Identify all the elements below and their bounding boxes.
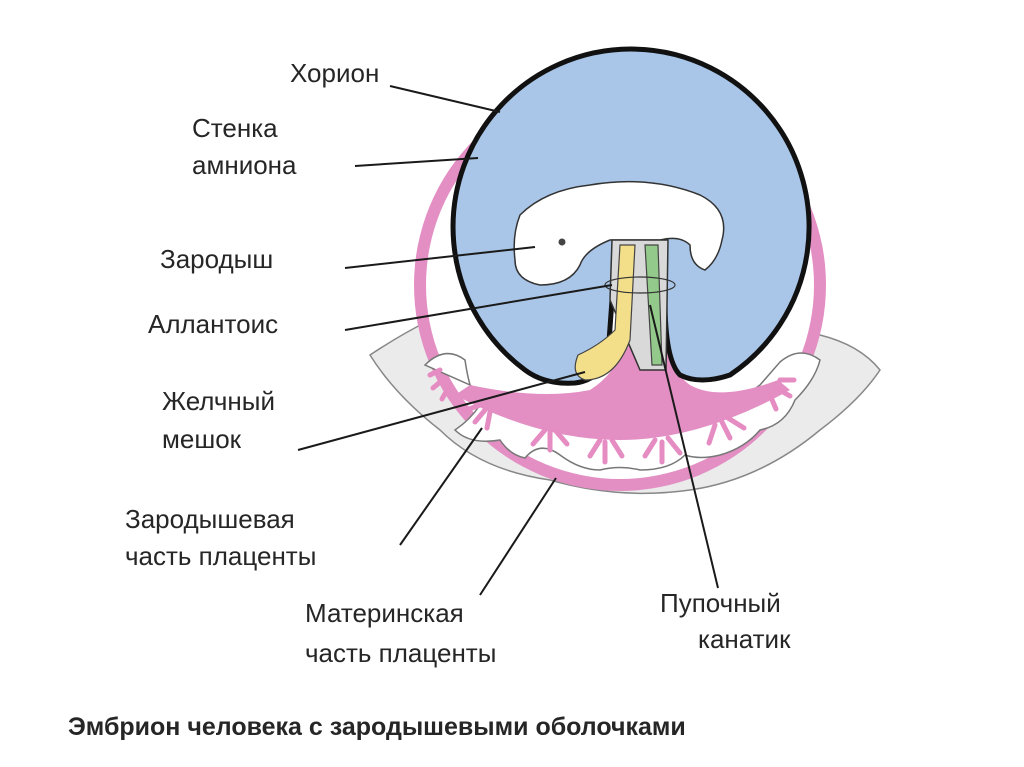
diagram-caption: Эмбрион человека с зародышевыми оболочка… bbox=[68, 713, 686, 741]
label-allantois: Аллантоис bbox=[148, 309, 278, 339]
label-umbilical-cord-1: Пупочный bbox=[660, 588, 781, 618]
label-amnion-wall-1: Стенка bbox=[192, 113, 278, 143]
pointer-lines bbox=[297, 85, 719, 596]
label-umbilical-cord-2: канатик bbox=[698, 624, 791, 654]
label-fetal-placenta-1: Зародышевая bbox=[125, 504, 295, 534]
embryo-eye bbox=[558, 238, 566, 246]
label-embryo: Зародыш bbox=[160, 244, 273, 274]
label-fetal-placenta-2: часть плаценты bbox=[125, 541, 316, 571]
label-maternal-placenta-2: часть плаценты bbox=[305, 638, 496, 668]
label-chorion: Хорион bbox=[290, 58, 379, 88]
label-yolk-sac-2: мешок bbox=[162, 424, 242, 454]
label-maternal-placenta-1: Материнская bbox=[305, 598, 464, 628]
embryo bbox=[513, 180, 725, 286]
label-amnion-wall-2: амниона bbox=[192, 150, 297, 180]
chorion-base bbox=[455, 320, 790, 440]
chorionic-villi bbox=[427, 367, 797, 465]
label-yolk-sac-1: Желчный bbox=[162, 386, 275, 416]
